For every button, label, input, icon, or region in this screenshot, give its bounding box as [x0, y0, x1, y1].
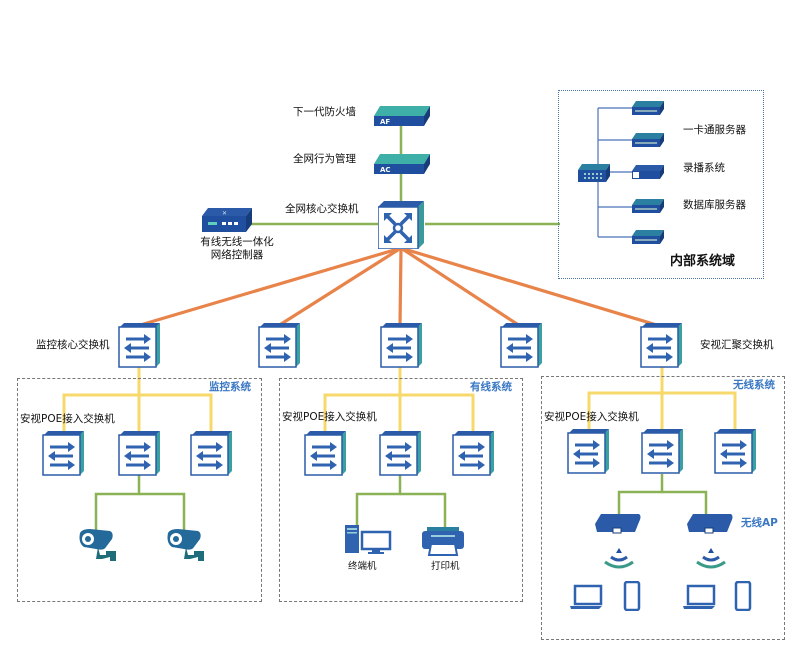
access-switch[interactable]	[118, 431, 162, 476]
access-switch[interactable]	[379, 431, 423, 476]
arrows-icon	[506, 334, 533, 362]
group-title-monitor: 监控系统	[209, 381, 251, 393]
phone-icon[interactable]	[623, 581, 641, 611]
arrows-icon	[310, 442, 337, 470]
group-title-wired: 有线系统	[470, 381, 512, 393]
core-switch-icon	[385, 214, 411, 242]
printer-icon[interactable]	[421, 526, 465, 556]
access-label-monitor: 安视POE接入交换机	[20, 413, 115, 425]
arrows-icon	[264, 334, 291, 362]
access-switch[interactable]	[567, 429, 611, 474]
controller-label-line2: 网络控制器	[210, 249, 264, 261]
arrows-icon	[647, 440, 674, 468]
access-switch[interactable]	[190, 431, 234, 476]
internal-server-2[interactable]	[630, 131, 666, 149]
wifi-signal-icon	[604, 548, 634, 569]
link-pc	[355, 474, 402, 528]
group-box-monitor	[17, 378, 262, 602]
internal-item-label: 数据库服务器	[683, 199, 746, 211]
camera-icon[interactable]	[76, 527, 122, 563]
laptop-icon[interactable]	[569, 584, 605, 610]
arrows-icon	[720, 440, 747, 468]
core-link-3	[398, 247, 403, 327]
internal-domain-title: 内部系统域	[670, 254, 736, 269]
ap-label: 无线AP	[741, 517, 778, 529]
access-switch[interactable]	[304, 431, 348, 476]
aggregation-switch-av[interactable]	[640, 323, 684, 368]
aggregation-switch[interactable]	[258, 323, 302, 368]
link-ap-1	[617, 474, 664, 517]
camera-icon[interactable]	[164, 527, 210, 563]
internal-item-label: 录播系统	[683, 162, 725, 174]
core-switch-device[interactable]	[378, 201, 426, 249]
pc-label: 终端机	[348, 561, 377, 572]
wireless-ap-device[interactable]	[685, 512, 735, 536]
internal-domain-box	[558, 90, 764, 279]
internal-recorder[interactable]	[630, 163, 666, 181]
internal-server-1[interactable]	[630, 99, 666, 117]
laptop-icon[interactable]	[682, 584, 718, 610]
arrows-icon	[124, 334, 151, 362]
arrows-icon	[196, 442, 223, 470]
internal-server-3[interactable]	[630, 197, 666, 215]
internal-item-label: 一卡通服务器	[683, 124, 746, 136]
arrows-icon	[124, 442, 151, 470]
arrows-icon	[458, 442, 485, 470]
group-box-wireless	[541, 376, 785, 640]
core-switch-label: 全网核心交换机	[285, 203, 359, 215]
aggregation-switch[interactable]	[380, 323, 424, 368]
av-aggregation-label: 安视汇聚交换机	[700, 339, 774, 351]
arrows-icon	[386, 334, 413, 362]
access-switch[interactable]	[641, 429, 685, 474]
arrows-icon	[48, 442, 75, 470]
controller-label: 有线无线一体化 网络控制器	[197, 236, 277, 262]
core-link-2	[277, 246, 402, 328]
aggregation-switch-monitor[interactable]	[118, 323, 162, 368]
internal-hub-switch[interactable]	[576, 162, 612, 184]
controller-device[interactable]: ✕	[200, 206, 254, 234]
pc-icon[interactable]	[344, 524, 392, 556]
arrows-icon	[385, 442, 412, 470]
arrows-icon	[646, 334, 673, 362]
monitor-core-label: 监控核心交换机	[36, 339, 110, 351]
core-link-5	[400, 246, 661, 328]
arrows-icon	[573, 440, 600, 468]
link-ap-2	[662, 490, 708, 517]
behavior-mgmt-label: 全网行为管理	[293, 153, 356, 165]
wireless-ap-device[interactable]	[593, 512, 643, 536]
access-switch[interactable]	[42, 431, 86, 476]
printer-label: 打印机	[431, 561, 460, 572]
access-label-wired: 安视POE接入交换机	[282, 411, 377, 423]
svg-text:✕: ✕	[222, 210, 227, 217]
wifi-signal-icon	[696, 548, 726, 569]
link-camera-1	[94, 474, 141, 530]
group-box-wired	[279, 378, 523, 602]
controller-label-line1: 有线无线一体化	[200, 236, 274, 248]
behavior-mgmt-device[interactable]: AC	[370, 152, 432, 176]
group-title-wireless: 无线系统	[733, 379, 775, 391]
firewall-label: 下一代防火墙	[293, 106, 356, 118]
access-switch[interactable]	[714, 429, 758, 474]
aggregation-switch[interactable]	[500, 323, 544, 368]
phone-icon[interactable]	[734, 581, 752, 611]
firewall-badge: AF	[380, 118, 390, 126]
link-printer	[400, 492, 447, 528]
access-label-wireless: 安视POE接入交换机	[544, 411, 639, 423]
access-switch[interactable]	[452, 431, 496, 476]
internal-server-4[interactable]	[630, 228, 666, 246]
behavior-mgmt-badge: AC	[380, 166, 391, 174]
firewall-device[interactable]: AF	[370, 104, 432, 128]
core-link-4	[400, 246, 521, 328]
core-link-1	[136, 246, 402, 328]
